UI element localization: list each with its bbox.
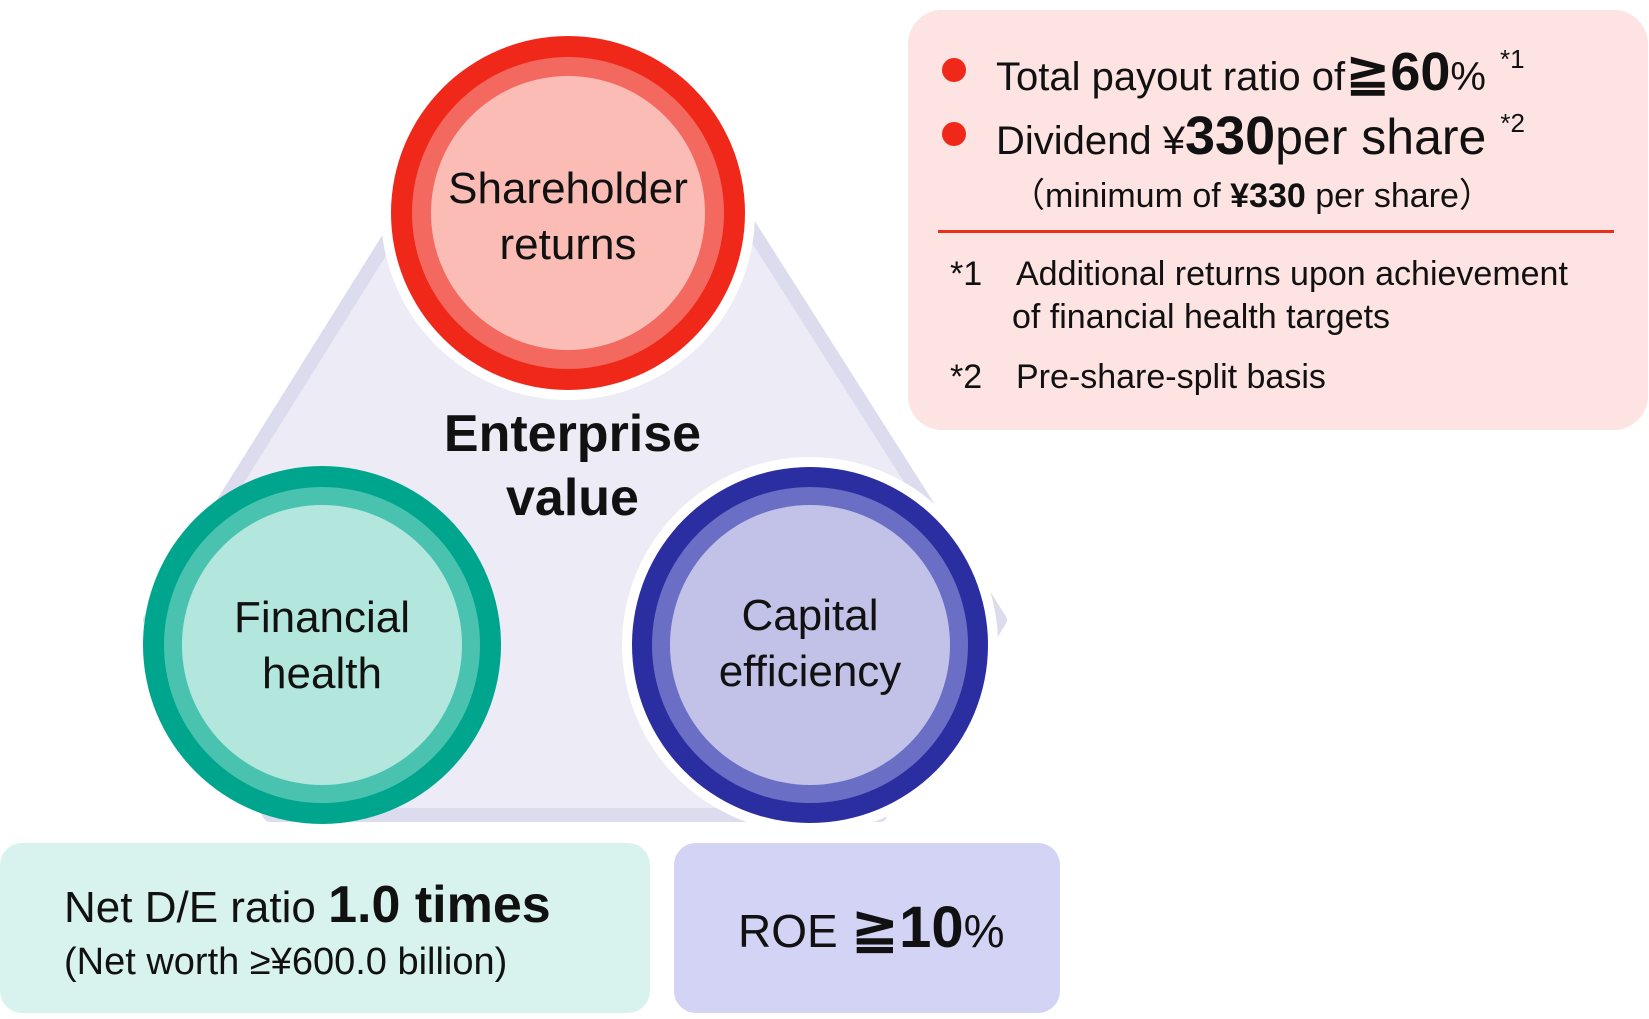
red-bullet-icon [942, 122, 966, 146]
note-1-mark: *1 [950, 255, 983, 293]
capital-circle [622, 457, 998, 833]
roe-line: ROE ≧10% [738, 893, 1005, 961]
roe-unit: % [963, 905, 1005, 957]
payout-ratio-row: Total payout ratio of ≧60 % *1 [942, 40, 1525, 103]
dividend-row: Dividend ¥ 330 per share *2 [942, 105, 1525, 167]
shareholder-circle [381, 26, 755, 400]
minimum-open: （minimum of [1011, 177, 1231, 215]
payout-value: ≧60 [1345, 42, 1451, 102]
roe-prefix: ROE [738, 905, 851, 957]
dividend-prefix: Dividend ¥ [996, 119, 1186, 163]
dividend-note-ref: *2 [1500, 108, 1525, 138]
shareholder-line2: returns [499, 220, 637, 269]
enterprise-value-label: Enterprise value [400, 402, 745, 530]
minimum-value: ¥330 [1230, 177, 1306, 215]
dividend-minimum: （minimum of ¥330 per share） [1011, 168, 1493, 217]
capital-line1: Capital [741, 591, 879, 640]
enterprise-line1: Enterprise [443, 405, 702, 463]
note-1-text-line2: of financial health targets [1012, 298, 1391, 336]
roe-box: ROE ≧10% [674, 843, 1060, 1013]
capital-circle-label: Capital efficiency [660, 588, 960, 700]
capital-line2: efficiency [718, 647, 902, 696]
financial-line2: health [262, 649, 382, 698]
dividend-suffix: per share [1275, 109, 1487, 165]
note-2-text: Pre-share-split basis [1016, 358, 1326, 396]
box-divider [938, 230, 1614, 233]
net-de-ratio-box: Net D/E ratio 1.0 times (Net worth ≥¥600… [0, 843, 650, 1013]
red-bullet-icon [942, 57, 966, 82]
roe-value: ≧10 [850, 895, 964, 960]
shareholder-line1: Shareholder [448, 164, 688, 213]
shareholder-circle-label: Shareholder returns [418, 161, 718, 273]
net-de-line: Net D/E ratio 1.0 times [64, 875, 551, 935]
enterprise-line2: value [506, 469, 639, 527]
financial-circle-label: Financial health [172, 590, 472, 702]
note-2-mark: *2 [950, 358, 983, 396]
financial-line1: Financial [233, 593, 411, 642]
net-worth-note: (Net worth ≥¥600.0 billion) [64, 941, 508, 983]
payout-note-ref: *1 [1500, 44, 1525, 74]
payout-unit: % [1450, 55, 1486, 99]
payout-prefix: Total payout ratio of [996, 55, 1346, 99]
net-de-value: 1.0 times [328, 876, 551, 934]
dividend-value: 330 [1185, 106, 1276, 166]
financial-circle [143, 466, 501, 824]
note-1-text-line1: Additional returns upon achievement [1016, 255, 1568, 293]
net-de-prefix: Net D/E ratio [64, 883, 329, 932]
minimum-close: per share） [1305, 177, 1493, 215]
shareholder-returns-box: Total payout ratio of ≧60 % *1 Dividend … [908, 10, 1648, 430]
